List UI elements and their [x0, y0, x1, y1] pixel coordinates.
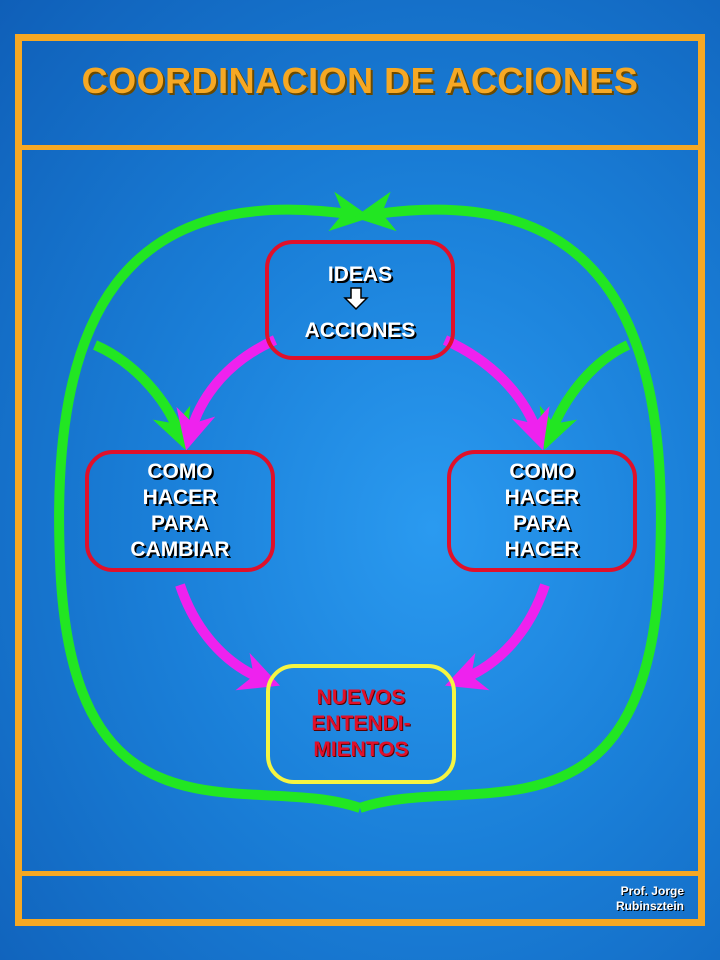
- box-line: CAMBIAR: [130, 538, 230, 561]
- green-branch-right-arrow: [539, 340, 631, 450]
- title-divider: [15, 145, 705, 150]
- green-loop-right-arrow: [354, 191, 666, 813]
- down-arrow-icon: [343, 287, 369, 311]
- box-line: PARA: [513, 512, 571, 535]
- box-line: HACER: [142, 486, 218, 509]
- box-line: COMO: [147, 460, 213, 483]
- magenta-arrow-hacer-to-nuevos: [445, 583, 550, 691]
- como-hacer-para-hacer-box: COMO HACER PARA HACER: [447, 450, 637, 572]
- box-line: HACER: [504, 486, 580, 509]
- green-loop-left-arrow: [54, 191, 371, 813]
- box-line: MIENTOS: [313, 738, 409, 761]
- magenta-arrow-cambiar-to-nuevos: [175, 583, 280, 691]
- slide-frame: [15, 34, 705, 926]
- box-line: ENTENDI-: [311, 712, 411, 735]
- ideas-acciones-box: IDEAS ACCIONES: [265, 240, 455, 360]
- author-credit: Prof. Jorge Rubinsztein: [616, 884, 684, 914]
- box-line: HACER: [504, 538, 580, 561]
- magenta-arrow-ideas-to-cambiar: [176, 335, 278, 451]
- nuevos-entendimientos-box: NUEVOS ENTENDI- MIENTOS: [266, 664, 456, 784]
- author-line-2: Rubinsztein: [616, 899, 684, 913]
- green-branch-left-arrow: [92, 340, 191, 450]
- ideas-label: IDEAS: [327, 263, 393, 286]
- como-hacer-para-cambiar-box: COMO HACER PARA CAMBIAR: [85, 450, 275, 572]
- footer-divider: [15, 871, 705, 876]
- author-line-1: Prof. Jorge: [620, 884, 684, 898]
- magenta-arrow-ideas-to-hacer: [442, 335, 550, 451]
- slide-title: COORDINACION DE ACCIONES: [81, 60, 639, 101]
- box-line: PARA: [151, 512, 209, 535]
- box-line: COMO: [509, 460, 575, 483]
- box-line: NUEVOS: [316, 686, 406, 709]
- acciones-label: ACCIONES: [304, 319, 416, 342]
